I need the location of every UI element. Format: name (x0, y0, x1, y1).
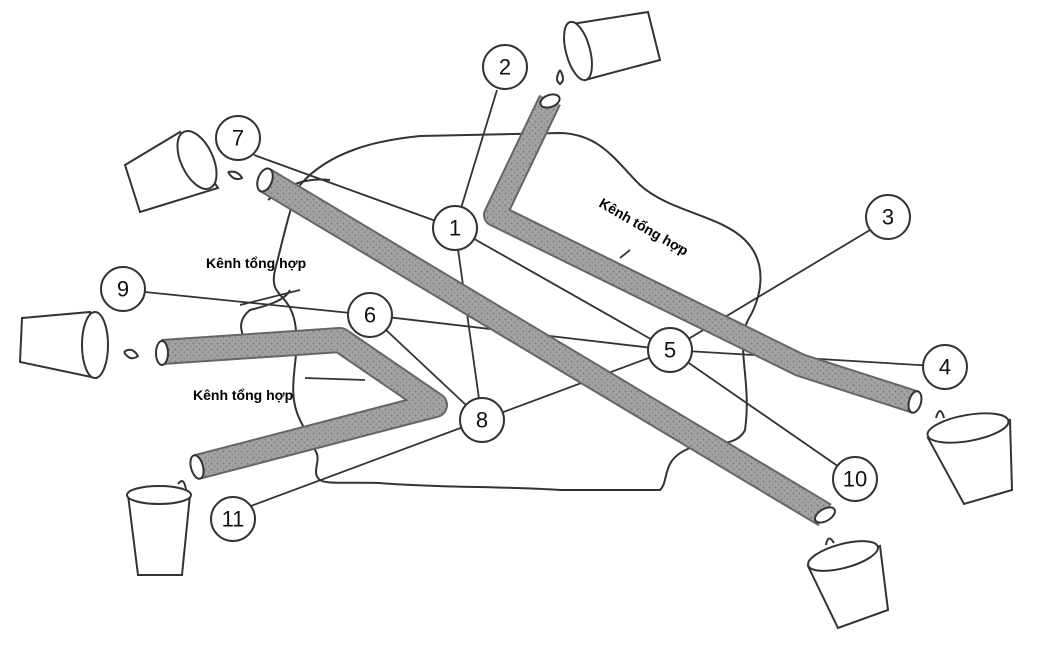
callout-5: 5 (647, 327, 693, 373)
channel-tube-b-opening-bottom (814, 506, 836, 524)
callout-9: 9 (100, 266, 146, 312)
cup-bottom-center (806, 537, 890, 630)
channel-tube-a-opening-top (539, 93, 561, 109)
callout-3: 3 (865, 194, 911, 240)
svg-text:10: 10 (843, 467, 867, 492)
svg-text:2: 2 (499, 55, 511, 80)
cup-bottom-left (126, 480, 192, 576)
cup-bottom-right (926, 410, 1014, 506)
tubes (155, 93, 923, 527)
cups (18, 10, 1014, 630)
channel-label-top: Kênh tổng hợp (597, 195, 692, 259)
svg-text:5: 5 (664, 338, 676, 363)
cup-top (556, 10, 662, 86)
channel-label-bottom: Kênh tổng hợp (193, 387, 293, 403)
callout-2: 2 (482, 44, 528, 90)
svg-text:1: 1 (449, 216, 461, 241)
callouts: 1 2 3 4 5 6 7 8 9 10 11 (100, 44, 968, 542)
channel-tube-c-opening-left (155, 340, 169, 366)
callout-6: 6 (347, 292, 393, 338)
channel-tube-a-opening-bottom (907, 390, 923, 414)
svg-text:11: 11 (222, 507, 245, 532)
callout-10: 10 (832, 456, 878, 502)
channel-label-left: Kênh tổng hợp (206, 255, 306, 271)
callout-1: 1 (432, 205, 478, 251)
callout-4: 4 (922, 344, 968, 390)
svg-text:9: 9 (117, 277, 129, 302)
svg-text:6: 6 (364, 303, 376, 328)
callout-8: 8 (459, 397, 505, 443)
svg-text:4: 4 (939, 355, 951, 380)
svg-text:3: 3 (882, 205, 894, 230)
callout-11: 11 (210, 496, 256, 542)
cup-top-left (123, 130, 244, 214)
svg-text:7: 7 (232, 126, 244, 151)
channel-tube-c-opening-bottom (189, 454, 205, 480)
svg-text:8: 8 (476, 408, 488, 433)
cup-left (18, 310, 140, 380)
channel-tube-b-opening-top (256, 167, 274, 193)
callout-7: 7 (215, 115, 261, 161)
